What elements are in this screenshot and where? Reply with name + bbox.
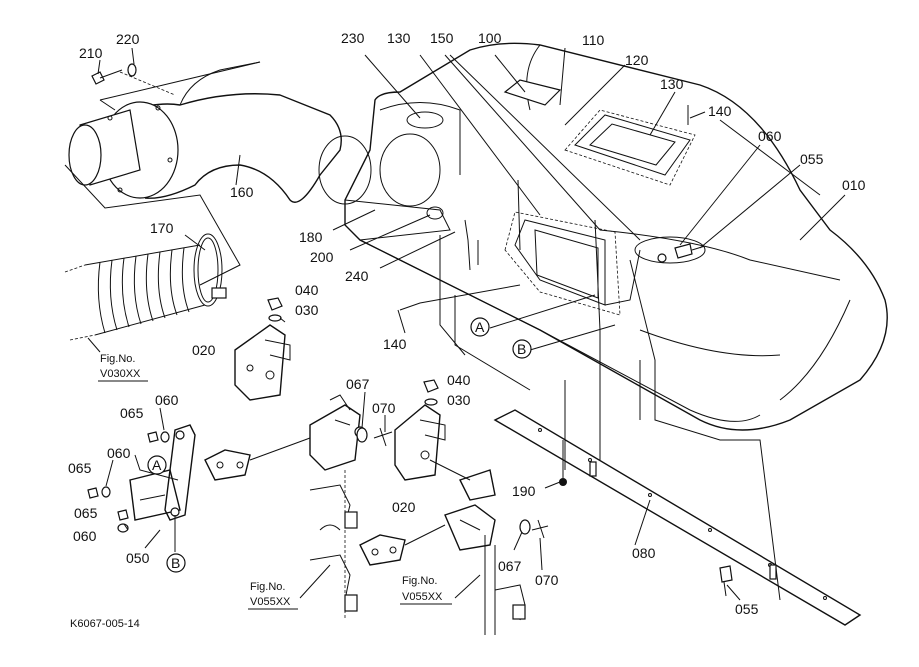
marker-b-label-2: B — [171, 555, 180, 571]
callout-130-right: 130 — [660, 76, 684, 92]
fig-ref-v055-left[interactable]: Fig.No. V055XX — [248, 581, 298, 610]
bracket-020-left — [234, 324, 291, 401]
clip-lower-2 — [309, 554, 358, 612]
bolt-140-side — [399, 284, 521, 311]
marker-b-label: B — [517, 341, 526, 357]
marker-a-hood: A — [470, 317, 490, 337]
fig-ref-code[interactable]: V055XX — [250, 596, 291, 608]
strip-080 — [493, 409, 862, 626]
flex-hose-170 — [64, 244, 206, 341]
callout-065-top: 065 — [120, 405, 144, 421]
nut-040-left — [267, 297, 283, 322]
bottom-plate-180 — [344, 199, 451, 241]
callout-150: 150 — [430, 30, 454, 46]
callout-020-right: 020 — [392, 499, 416, 515]
duct-opening — [379, 133, 441, 207]
duct-160 — [99, 61, 342, 203]
hood-cover — [344, 42, 888, 431]
callout-100: 100 — [478, 30, 502, 46]
callout-040-left: 040 — [295, 282, 319, 298]
callout-170: 170 — [150, 220, 174, 236]
callout-190: 190 — [512, 483, 536, 499]
top-opening-130 — [564, 109, 696, 186]
callout-060-lever-top: 060 — [155, 392, 179, 408]
latch-hook-right — [359, 524, 446, 566]
callout-230: 230 — [341, 30, 365, 46]
washer-067-pin-070 — [356, 427, 393, 447]
side-window-150 — [504, 179, 641, 316]
bolt-060-055 — [657, 243, 706, 263]
latch-body-right — [429, 459, 496, 635]
bolt-190 — [559, 440, 567, 486]
callout-210: 210 — [79, 45, 103, 61]
callout-220: 220 — [116, 31, 140, 47]
callout-065-mid: 065 — [68, 460, 92, 476]
callout-050: 050 — [126, 550, 150, 566]
callout-070-right: 070 — [535, 572, 559, 588]
callout-080: 080 — [632, 545, 656, 561]
hose-clamp — [193, 233, 227, 307]
nut-040-right — [423, 379, 439, 406]
bolt-210 — [91, 69, 123, 85]
washer-220 — [127, 63, 137, 77]
gasket-060-hood — [634, 236, 706, 264]
bolt-055-strip — [719, 565, 733, 597]
callout-110: 110 — [582, 32, 605, 48]
fig-ref-v030[interactable]: Fig.No. V030XX — [98, 353, 148, 382]
leader-lines — [87, 47, 846, 601]
marker-a-lever: A — [147, 455, 167, 475]
callout-030-left: 030 — [295, 302, 319, 318]
callout-240: 240 — [345, 268, 369, 284]
callout-160: 160 — [230, 184, 254, 200]
callout-067-right: 067 — [498, 558, 522, 574]
drawing-id: K6067-005-14 — [70, 618, 140, 630]
callout-055-strip: 055 — [735, 601, 759, 617]
callout-120: 120 — [625, 52, 649, 68]
callout-060-lever-bottom: 060 — [73, 528, 97, 544]
fig-ref-label: Fig.No. — [250, 581, 285, 593]
callout-060-hood: 060 — [758, 128, 782, 144]
fig-ref-label: Fig.No. — [100, 353, 135, 365]
callout-060-lever-mid: 060 — [107, 445, 131, 461]
duct-opening-inner — [318, 135, 372, 205]
latch-hook-left — [204, 437, 311, 481]
fig-ref-v055-right[interactable]: Fig.No. V055XX — [400, 575, 452, 605]
marker-b-lever: B — [166, 553, 186, 573]
callout-020-left: 020 — [192, 342, 216, 358]
callout-055-hood: 055 — [800, 151, 824, 167]
nuts-065-060 — [87, 431, 170, 533]
callout-040-right: 040 — [447, 372, 471, 388]
fig-ref-code[interactable]: V055XX — [402, 591, 443, 603]
callout-030-right: 030 — [447, 392, 471, 408]
callout-140-side: 140 — [383, 336, 407, 352]
clip-lower-1 — [309, 484, 358, 529]
marker-a-label: A — [475, 319, 485, 335]
marker-a-label-2: A — [152, 457, 162, 473]
gasket-230 — [406, 111, 444, 129]
washer-067-pin-070-right — [519, 519, 549, 539]
bracket-020-right — [394, 404, 446, 481]
clip-lower-3 — [494, 584, 526, 621]
callout-067-left: 067 — [346, 376, 370, 392]
fig-ref-label: Fig.No. — [402, 575, 437, 587]
callout-070-left: 070 — [372, 400, 396, 416]
flange-pipe — [68, 101, 179, 199]
callout-200: 200 — [310, 249, 334, 265]
callout-130-left: 130 — [387, 30, 411, 46]
callout-065-bottom: 065 — [74, 505, 98, 521]
callout-180: 180 — [299, 229, 323, 245]
gasket-200 — [426, 206, 444, 220]
callout-140-top: 140 — [708, 103, 732, 119]
fig-ref-code[interactable]: V030XX — [100, 368, 141, 380]
callout-010: 010 — [842, 177, 866, 193]
panel-100 — [503, 79, 562, 106]
marker-b-hood: B — [512, 339, 532, 359]
